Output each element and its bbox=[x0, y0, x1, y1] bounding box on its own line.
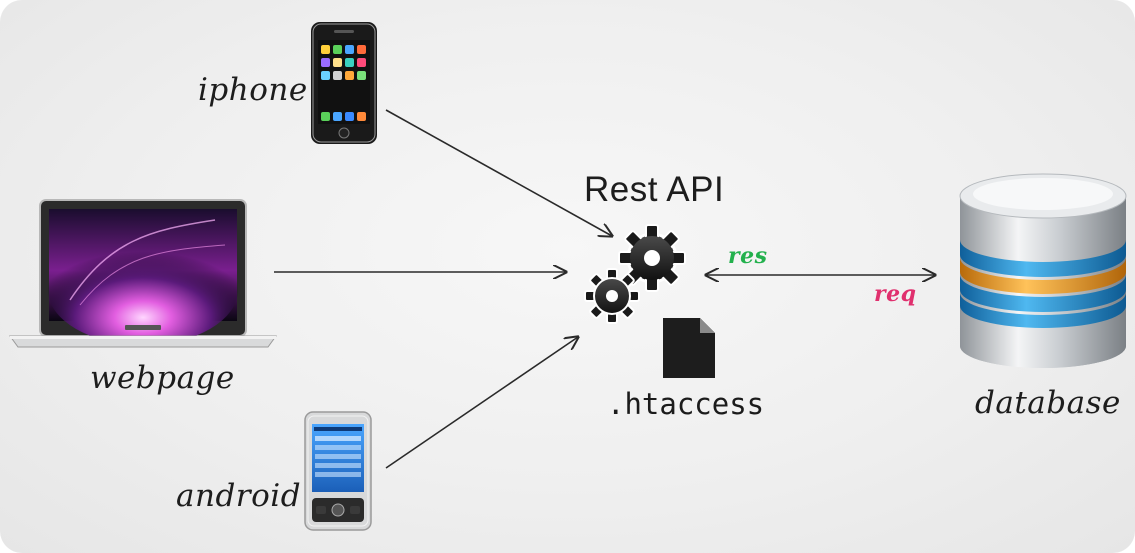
iphone-label: iphone bbox=[198, 72, 308, 108]
htaccess-label: .htaccess bbox=[607, 387, 765, 421]
database-icon bbox=[959, 173, 1127, 368]
gears-icon bbox=[584, 224, 686, 324]
arrows bbox=[274, 109, 935, 469]
laptop-icon bbox=[9, 199, 277, 348]
req-label: req bbox=[874, 281, 917, 307]
database-label: database bbox=[975, 385, 1121, 421]
android-label: android bbox=[176, 478, 302, 514]
res-label: res bbox=[728, 243, 768, 269]
rest-api-label: Rest API bbox=[584, 170, 725, 209]
android-phone-icon bbox=[304, 411, 372, 531]
file-icon bbox=[663, 318, 715, 378]
iphone-icon bbox=[311, 22, 377, 144]
arrow-iphone-to-api bbox=[385, 109, 612, 236]
arrow-android-to-api bbox=[385, 337, 578, 469]
webpage-label: webpage bbox=[90, 360, 235, 396]
